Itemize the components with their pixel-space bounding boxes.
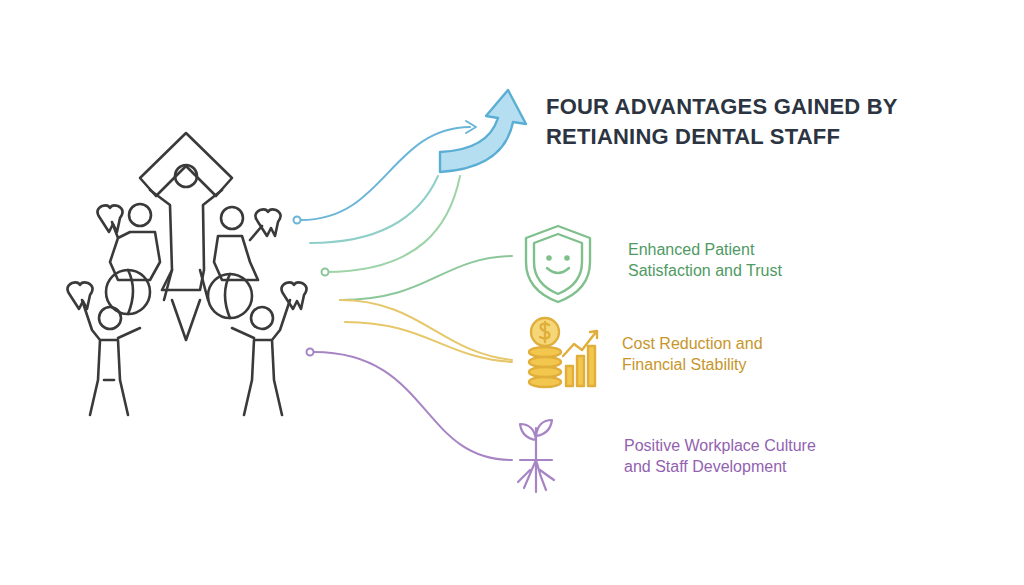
diagram-title: FOUR ADVANTAGES GAINED BY RETIANING DENT… <box>546 92 918 153</box>
sprout-icon <box>518 420 554 492</box>
advantage-label: Cost Reduction and Financial Stability <box>622 334 802 376</box>
flow-lines <box>294 121 513 460</box>
growth-arrow <box>440 90 526 172</box>
team-pyramid <box>67 133 306 415</box>
advantage-label: Enhanced Patient Satisfaction and Trust <box>628 240 813 282</box>
advantage-label: Positive Workplace Culture and Staff Dev… <box>624 436 844 478</box>
coins-chart-icon <box>529 318 597 387</box>
shield-icon <box>526 226 590 302</box>
